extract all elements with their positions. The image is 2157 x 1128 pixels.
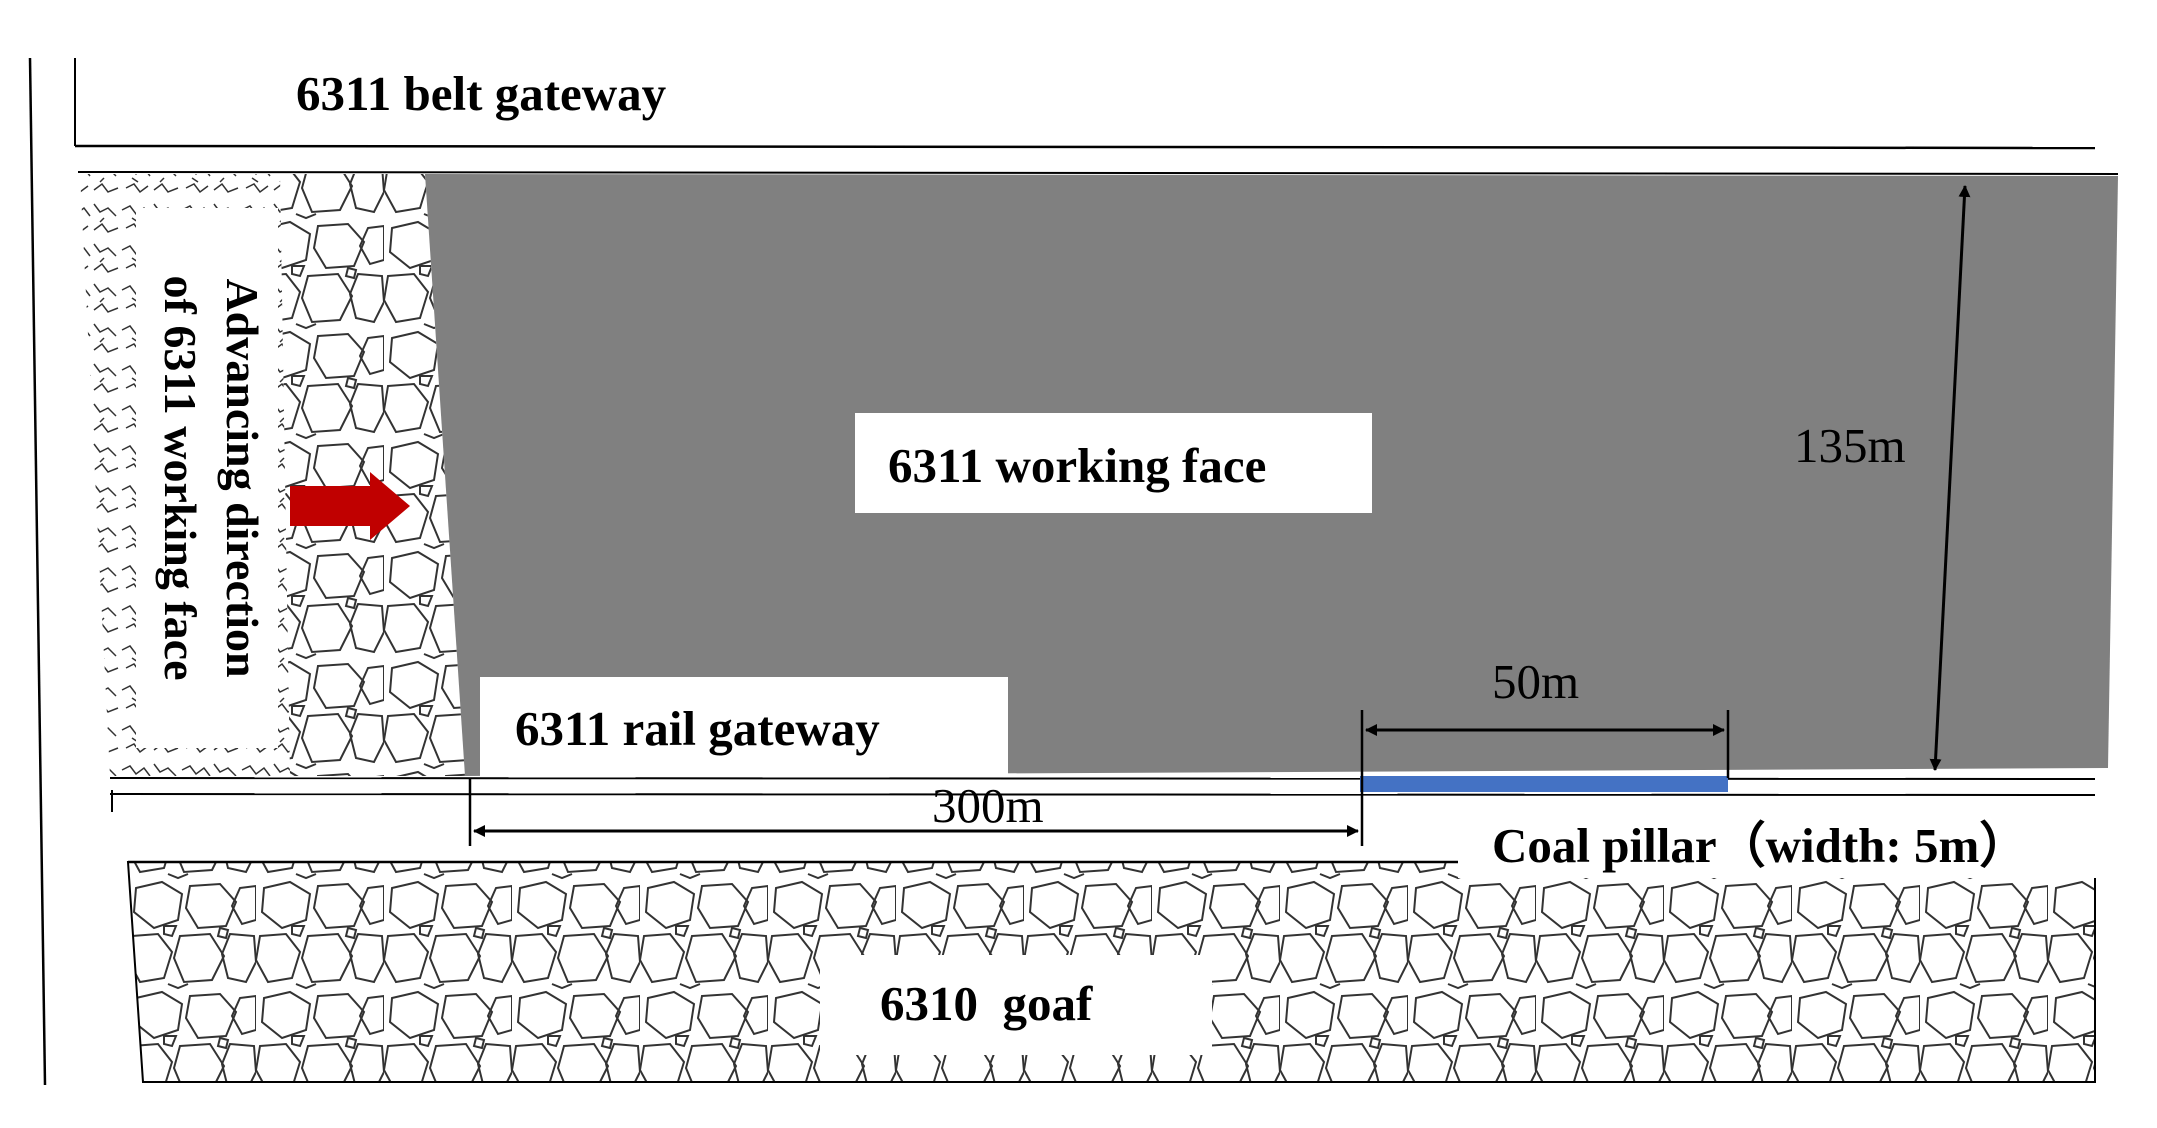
belt-gateway-label: 6311 belt gateway — [296, 66, 667, 121]
advancing-label-background — [136, 208, 278, 748]
goaf-label: 6310 goaf — [880, 976, 1093, 1031]
goaf-label-background — [820, 955, 1212, 1055]
coal-pillar-label: Coal pillar（width: 5m） — [1492, 818, 2028, 873]
height-dimension-label: 135m — [1794, 418, 1906, 473]
rail-gateway-label-box — [480, 677, 1008, 777]
coal-pillar-segment — [1360, 776, 1728, 792]
belt-gateway-bottom-line — [74, 144, 2096, 150]
advancing-direction-arrow — [290, 472, 410, 540]
section-dimension-label: 50m — [1492, 654, 1579, 709]
working-face-label-box — [855, 413, 1372, 513]
working-face-top-line — [77, 171, 2119, 175]
rail-gateway-line — [109, 777, 2096, 780]
advancing-direction-label: Advancing direction of 6311 working face — [155, 275, 268, 680]
advancing-label-line1: Advancing direction — [217, 278, 268, 677]
advancing-label-line2: of 6311 working face — [155, 275, 206, 680]
rail-dimension-label: 300m — [932, 778, 1044, 833]
height-dimension-arrow — [1929, 185, 1971, 771]
rail-gateway-label: 6311 rail gateway — [515, 701, 880, 756]
coal-pillar-label-background — [1458, 812, 2120, 878]
left-boundary-line — [28, 57, 47, 1086]
coal-pillar-line — [109, 793, 2096, 796]
working-face-label: 6311 working face — [888, 438, 1266, 493]
